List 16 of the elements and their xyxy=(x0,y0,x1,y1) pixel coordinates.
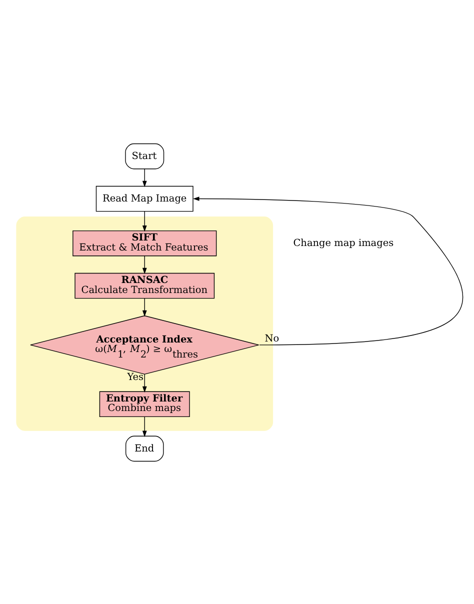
arrow xyxy=(142,255,147,274)
node-box: End xyxy=(125,435,164,462)
edge-label: No xyxy=(264,332,280,344)
arrow xyxy=(142,298,147,316)
arrow xyxy=(142,373,147,392)
node-box: RANSAC Calculate Transformation xyxy=(74,272,215,298)
arrow xyxy=(142,416,147,437)
edge-label: Yes xyxy=(127,372,144,383)
node-box: Entropy Filter Combine maps xyxy=(99,390,190,417)
arrow xyxy=(192,196,464,345)
arrow xyxy=(142,168,147,187)
arrow xyxy=(142,210,147,232)
node-box: Start xyxy=(125,142,164,169)
label: Change map images xyxy=(293,237,394,248)
node-box: Read Map Image xyxy=(96,185,194,212)
node-box: SIFT Extract & Match Features xyxy=(72,230,217,256)
